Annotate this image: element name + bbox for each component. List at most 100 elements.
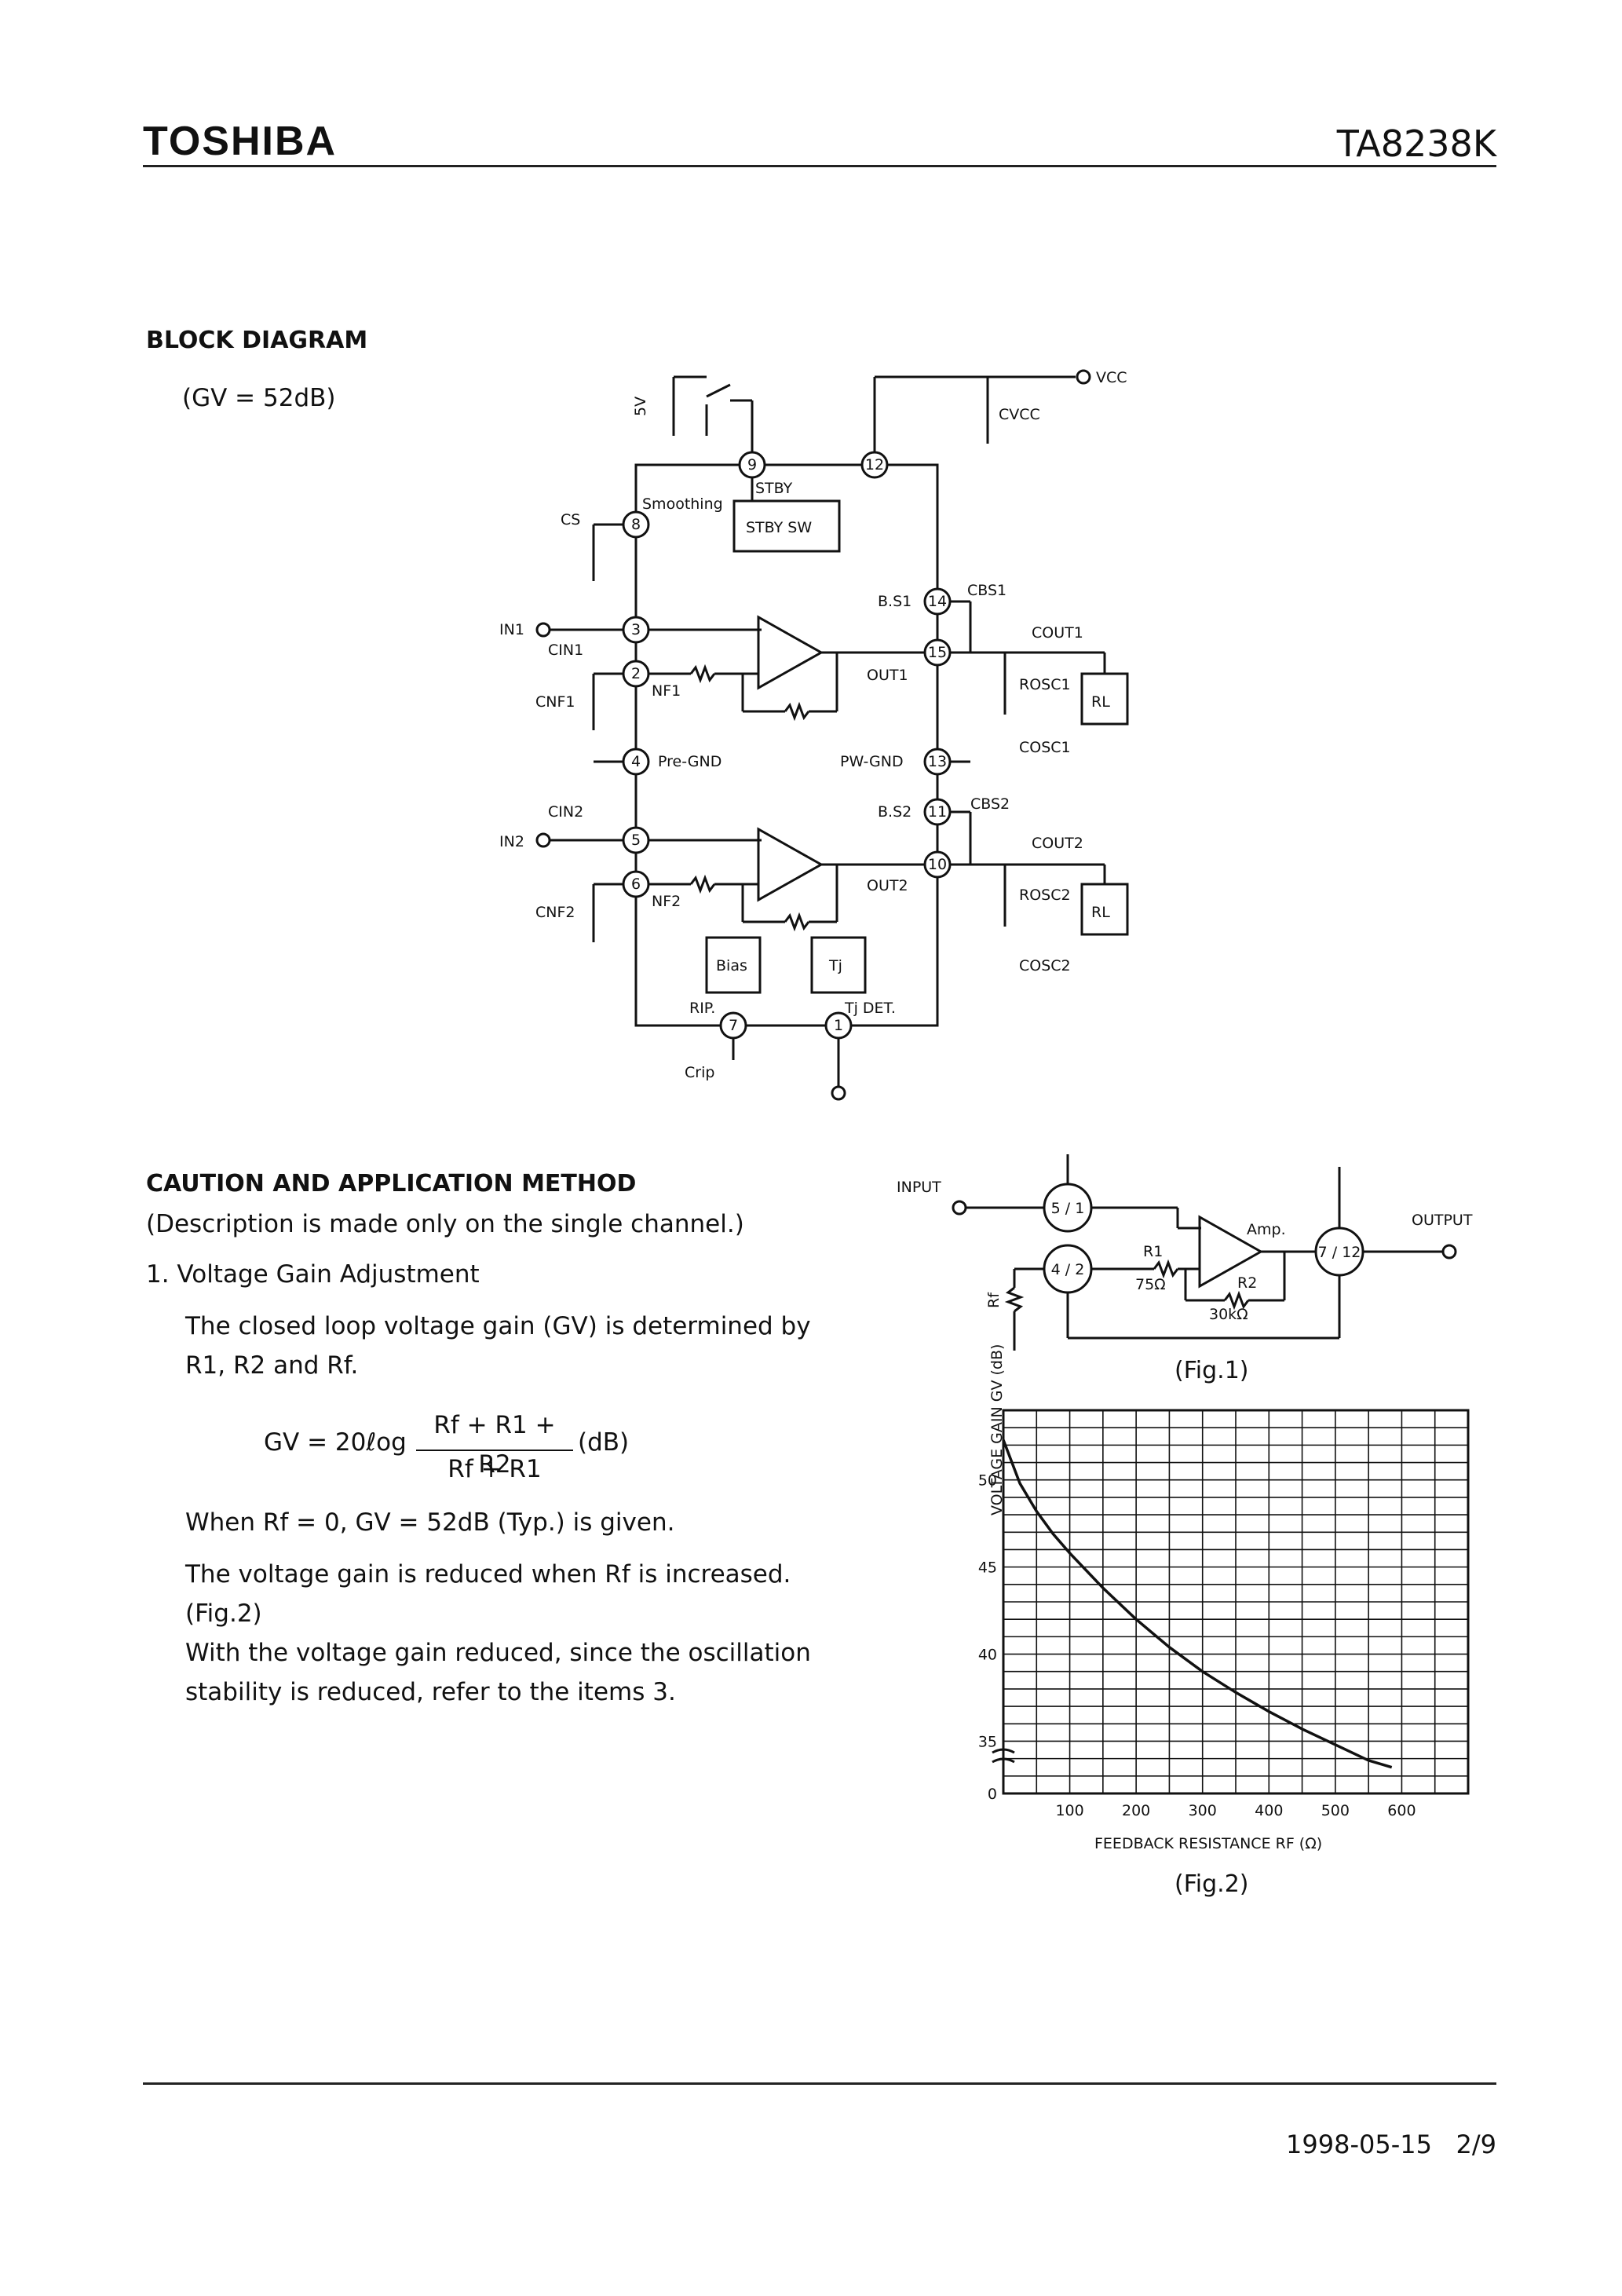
label-tj: Tj bbox=[828, 957, 842, 974]
pin-2: 2 bbox=[631, 665, 641, 682]
pin-9: 9 bbox=[747, 456, 757, 473]
header-rule bbox=[143, 165, 1496, 167]
label-pre-gnd: Pre-GND bbox=[658, 753, 721, 770]
formula-denominator: Rf + R1 bbox=[448, 1455, 542, 1483]
pin-12: 12 bbox=[865, 456, 884, 473]
x-tick-label: 500 bbox=[1321, 1802, 1350, 1819]
formula-bar bbox=[416, 1450, 573, 1451]
label-cs: CS bbox=[561, 511, 580, 528]
label-rip: RIP. bbox=[689, 1000, 715, 1017]
caution-subtitle: (Description is made only on the single … bbox=[146, 1210, 744, 1238]
y-tick-label: 50 bbox=[978, 1472, 997, 1490]
x-tick-label: 100 bbox=[1055, 1802, 1083, 1819]
formula-numerator: Rf + R1 + R2 bbox=[433, 1411, 556, 1479]
gain-curve bbox=[1002, 1439, 1393, 1769]
label-bs1: B.S1 bbox=[878, 593, 911, 610]
pin-14: 14 bbox=[928, 593, 947, 610]
label-5v: 5V bbox=[632, 397, 649, 416]
pin-7: 7 bbox=[729, 1017, 738, 1034]
pin-6: 6 bbox=[631, 876, 641, 893]
fig1-caption: (Fig.1) bbox=[1174, 1357, 1249, 1384]
fig1-r2: R2 bbox=[1237, 1274, 1257, 1292]
label-bias: Bias bbox=[716, 957, 747, 974]
x-tick-label: 200 bbox=[1122, 1802, 1150, 1819]
ic-body bbox=[634, 463, 939, 1027]
label-in1: IN1 bbox=[499, 621, 524, 638]
formula-lhs: GV = 20ℓog bbox=[264, 1428, 407, 1457]
y-tick-label: 40 bbox=[978, 1647, 997, 1664]
footer-date-page: 1998-05-15 2/9 bbox=[1286, 2130, 1496, 2159]
fig1-circuit: 5 / 1 4 / 2 7 / 12 INPUT OUTPUT Amp. R1 … bbox=[897, 1154, 1473, 1351]
label-out1: OUT1 bbox=[867, 667, 908, 684]
block-diagram: 9 12 8 14 3 15 2 4 13 11 5 10 6 7 1 5V V… bbox=[499, 369, 1129, 1101]
pin-3: 3 bbox=[631, 621, 641, 638]
label-cbs2: CBS2 bbox=[970, 795, 1010, 813]
label-rl-2: RL bbox=[1091, 904, 1110, 921]
label-cbs1: CBS1 bbox=[967, 582, 1006, 599]
label-rl-1: RL bbox=[1091, 693, 1110, 711]
axis-break bbox=[992, 1748, 1015, 1764]
label-nf2: NF2 bbox=[652, 893, 681, 910]
brand-logo: TOSHIBA bbox=[143, 119, 338, 164]
label-nf1: NF1 bbox=[652, 682, 681, 700]
pin-10: 10 bbox=[928, 856, 947, 873]
label-cosc2: COSC2 bbox=[1019, 957, 1071, 974]
label-cout1: COUT1 bbox=[1032, 624, 1083, 642]
caution-p4: With the voltage gain reduced, since the… bbox=[185, 1639, 811, 1706]
plot-frame bbox=[1002, 1409, 1470, 1795]
item1-title: 1. Voltage Gain Adjustment bbox=[146, 1260, 480, 1289]
label-stby-sw: STBY SW bbox=[746, 519, 812, 536]
formula-unit: (dB) bbox=[578, 1428, 630, 1457]
caution-p1: The closed loop voltage gain (GV) is det… bbox=[185, 1312, 811, 1380]
label-cout2: COUT2 bbox=[1032, 835, 1083, 852]
label-cosc1: COSC1 bbox=[1019, 739, 1071, 756]
fig1-r1-val: 75Ω bbox=[1135, 1276, 1166, 1293]
label-cvcc: CVCC bbox=[999, 406, 1040, 423]
caution-p3: The voltage gain is reduced when Rf is i… bbox=[185, 1560, 791, 1628]
part-number: TA8238K bbox=[1336, 122, 1496, 165]
label-smoothing: Smoothing bbox=[642, 495, 723, 513]
label-cin2: CIN2 bbox=[548, 803, 583, 821]
label-bs2: B.S2 bbox=[878, 803, 911, 821]
fig1-pin-b: 4 / 2 bbox=[1051, 1261, 1085, 1278]
fig1-r1: R1 bbox=[1143, 1243, 1163, 1260]
fig1-output: OUTPUT bbox=[1412, 1212, 1473, 1229]
fig1-r2-val: 30kΩ bbox=[1209, 1306, 1248, 1323]
label-pw-gnd: PW-GND bbox=[840, 753, 904, 770]
pin-1: 1 bbox=[834, 1017, 843, 1034]
fig1-rf: Rf bbox=[985, 1292, 1003, 1308]
label-vcc: VCC bbox=[1096, 369, 1127, 386]
label-rosc2: ROSC2 bbox=[1019, 887, 1071, 904]
label-cnf2: CNF2 bbox=[535, 904, 575, 921]
label-stby: STBY bbox=[755, 480, 793, 497]
label-cnf1: CNF1 bbox=[535, 693, 575, 711]
caution-title: CAUTION AND APPLICATION METHOD bbox=[146, 1170, 637, 1197]
fig2-caption: (Fig.2) bbox=[1174, 1870, 1249, 1898]
y-tick-label: 45 bbox=[978, 1559, 997, 1577]
pin-8: 8 bbox=[631, 516, 641, 533]
footer-rule bbox=[143, 2082, 1496, 2085]
fig2-ylabel: VOLTAGE GAIN GV (dB) bbox=[988, 1344, 1006, 1515]
label-cin1: CIN1 bbox=[548, 642, 583, 659]
fig1-input: INPUT bbox=[897, 1179, 941, 1196]
x-tick-label: 400 bbox=[1255, 1802, 1283, 1819]
pin-13: 13 bbox=[928, 753, 947, 770]
fig1-pin-a: 5 / 1 bbox=[1051, 1200, 1085, 1217]
x-tick-label: 300 bbox=[1189, 1802, 1217, 1819]
block-diagram-gain-note: (GV = 52dB) bbox=[182, 384, 336, 412]
fig1-amp: Amp. bbox=[1247, 1221, 1286, 1238]
pin-15: 15 bbox=[928, 644, 947, 661]
label-in2: IN2 bbox=[499, 833, 524, 850]
pin-5: 5 bbox=[631, 832, 641, 849]
caution-p2: When Rf = 0, GV = 52dB (Typ.) is given. bbox=[185, 1508, 675, 1537]
label-tj-det: Tj DET. bbox=[844, 1000, 896, 1017]
label-out2: OUT2 bbox=[867, 877, 908, 894]
fig1-pin-c: 7 / 12 bbox=[1318, 1244, 1361, 1261]
label-rosc1: ROSC1 bbox=[1019, 676, 1071, 693]
y-tick-label: 0 bbox=[988, 1786, 997, 1803]
footer-date: 1998-05-15 bbox=[1286, 2130, 1432, 2159]
label-crip: Crip bbox=[685, 1064, 714, 1081]
block-diagram-title: BLOCK DIAGRAM bbox=[146, 327, 368, 354]
pin-4: 4 bbox=[631, 753, 641, 770]
